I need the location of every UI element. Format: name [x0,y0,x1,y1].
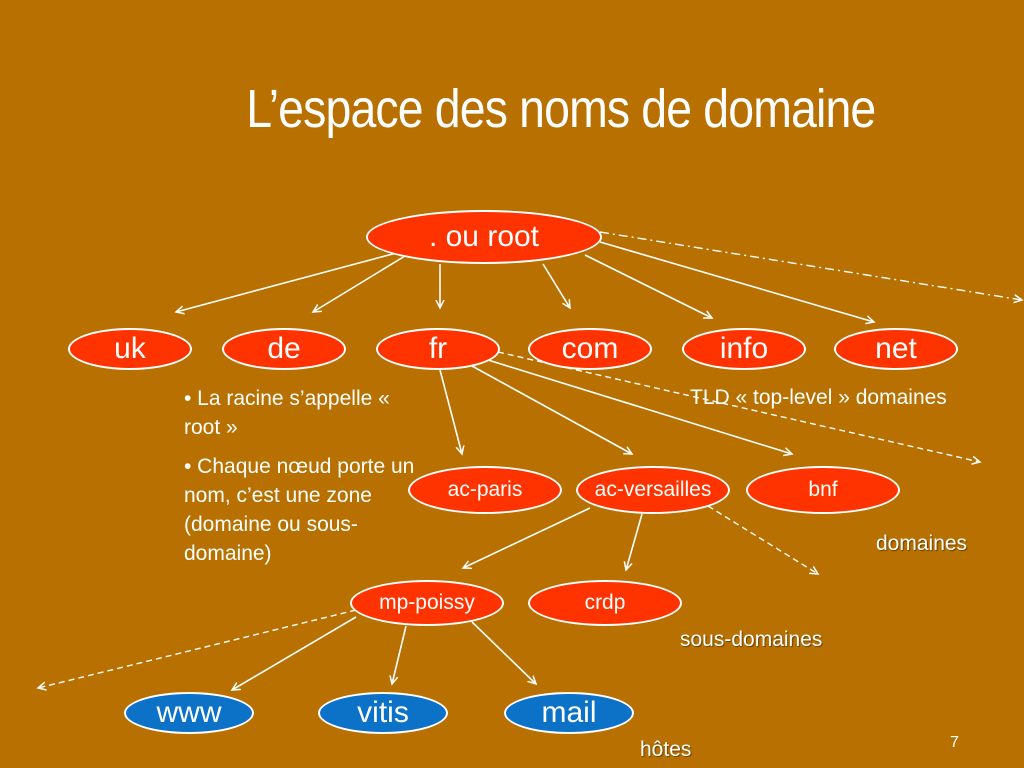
node-host-vitis: vitis [318,692,448,734]
edge-root-uk [176,251,401,312]
edge-mppoissy-mail [471,621,536,684]
label-tld: TLD « top-level » domaines [690,386,947,409]
node-subdomain-mp-poissy: mp-poissy [350,580,504,626]
edge-root-com [542,263,570,308]
node-domain-ac-versailles: ac-versailles [576,466,730,514]
node-root: . ou root [366,210,602,264]
edge-root-more [599,231,1022,300]
notes-list: • La racine s’appelle « root » • Chaque … [184,384,424,578]
edge-mppoissy-vitis [392,625,407,684]
edge-fr-more [497,351,980,462]
label-hosts: hôtes [640,738,692,761]
note-zone: • Chaque nœud porte un nom, c’est une zo… [184,455,415,565]
node-tld-fr: fr [376,328,500,370]
edge-acversailles-more [707,505,818,574]
edge-root-de [313,255,406,312]
label-subdomains: sous-domaines [680,628,823,651]
node-host-mail: mail [504,692,634,734]
edge-fr-bnf [487,359,792,454]
node-tld-com: com [528,328,652,370]
node-host-www: www [124,692,254,734]
edge-acversailles-crdp [626,513,643,570]
edge-fr-acparis [439,369,462,454]
edge-mppoissy-www [232,616,357,690]
edge-acversailles-mppoissy [463,507,591,568]
label-domains: domaines [876,532,968,555]
node-tld-de: de [222,328,346,370]
edge-root-info [584,254,712,318]
node-domain-bnf: bnf [746,466,900,514]
node-domain-ac-paris: ac-paris [408,466,562,514]
edge-mppoissy-more [38,609,357,688]
node-tld-info: info [682,328,806,370]
note-root: • La racine s’appelle « root » [184,387,390,439]
edge-root-net [599,241,874,322]
slide-title: L’espace des noms de domaine [246,79,876,139]
node-tld-net: net [834,328,958,370]
node-tld-uk: uk [68,328,192,370]
page-number: 7 [950,734,959,751]
node-subdomain-crdp: crdp [528,580,682,626]
edge-fr-acversailles [471,365,632,454]
